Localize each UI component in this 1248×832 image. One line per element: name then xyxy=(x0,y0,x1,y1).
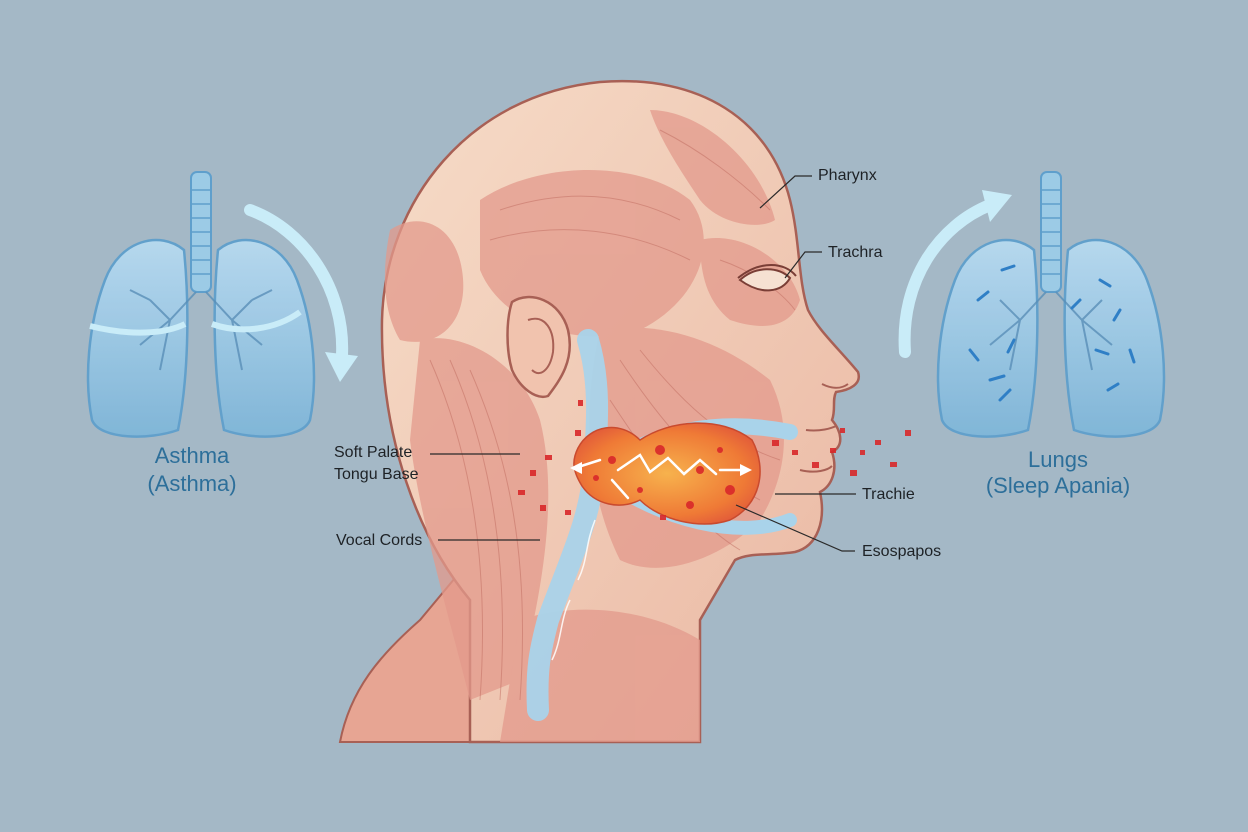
asthma-title: Asthma xyxy=(154,443,230,468)
cycle-arrowhead-right xyxy=(982,190,1012,222)
label-trachie: Trachie xyxy=(862,486,915,503)
label-tongu-base: Tongu Base xyxy=(334,466,419,483)
sleep-apnea-lungs-illustration xyxy=(936,171,1166,438)
head-anatomy xyxy=(338,79,911,744)
label-trachra: Trachra xyxy=(828,244,883,261)
cycle-arrow-right xyxy=(898,199,996,358)
leader-lines xyxy=(430,175,856,552)
label-esospapos: Esospapos xyxy=(862,543,942,560)
cycle-arrowhead-left xyxy=(325,352,358,382)
lungs-title: Lungs xyxy=(1028,447,1088,472)
asthma-lungs-illustration xyxy=(86,171,316,438)
cycle-arrow-left xyxy=(244,204,349,361)
label-pharynx: Pharynx xyxy=(818,167,877,184)
lungs-subtitle: (Sleep Apania) xyxy=(985,473,1131,498)
label-vocal-cords: Vocal Cords xyxy=(336,532,423,549)
asthma-subtitle: (Asthma) xyxy=(147,471,237,496)
label-soft-palate: Soft Palate xyxy=(334,444,413,461)
